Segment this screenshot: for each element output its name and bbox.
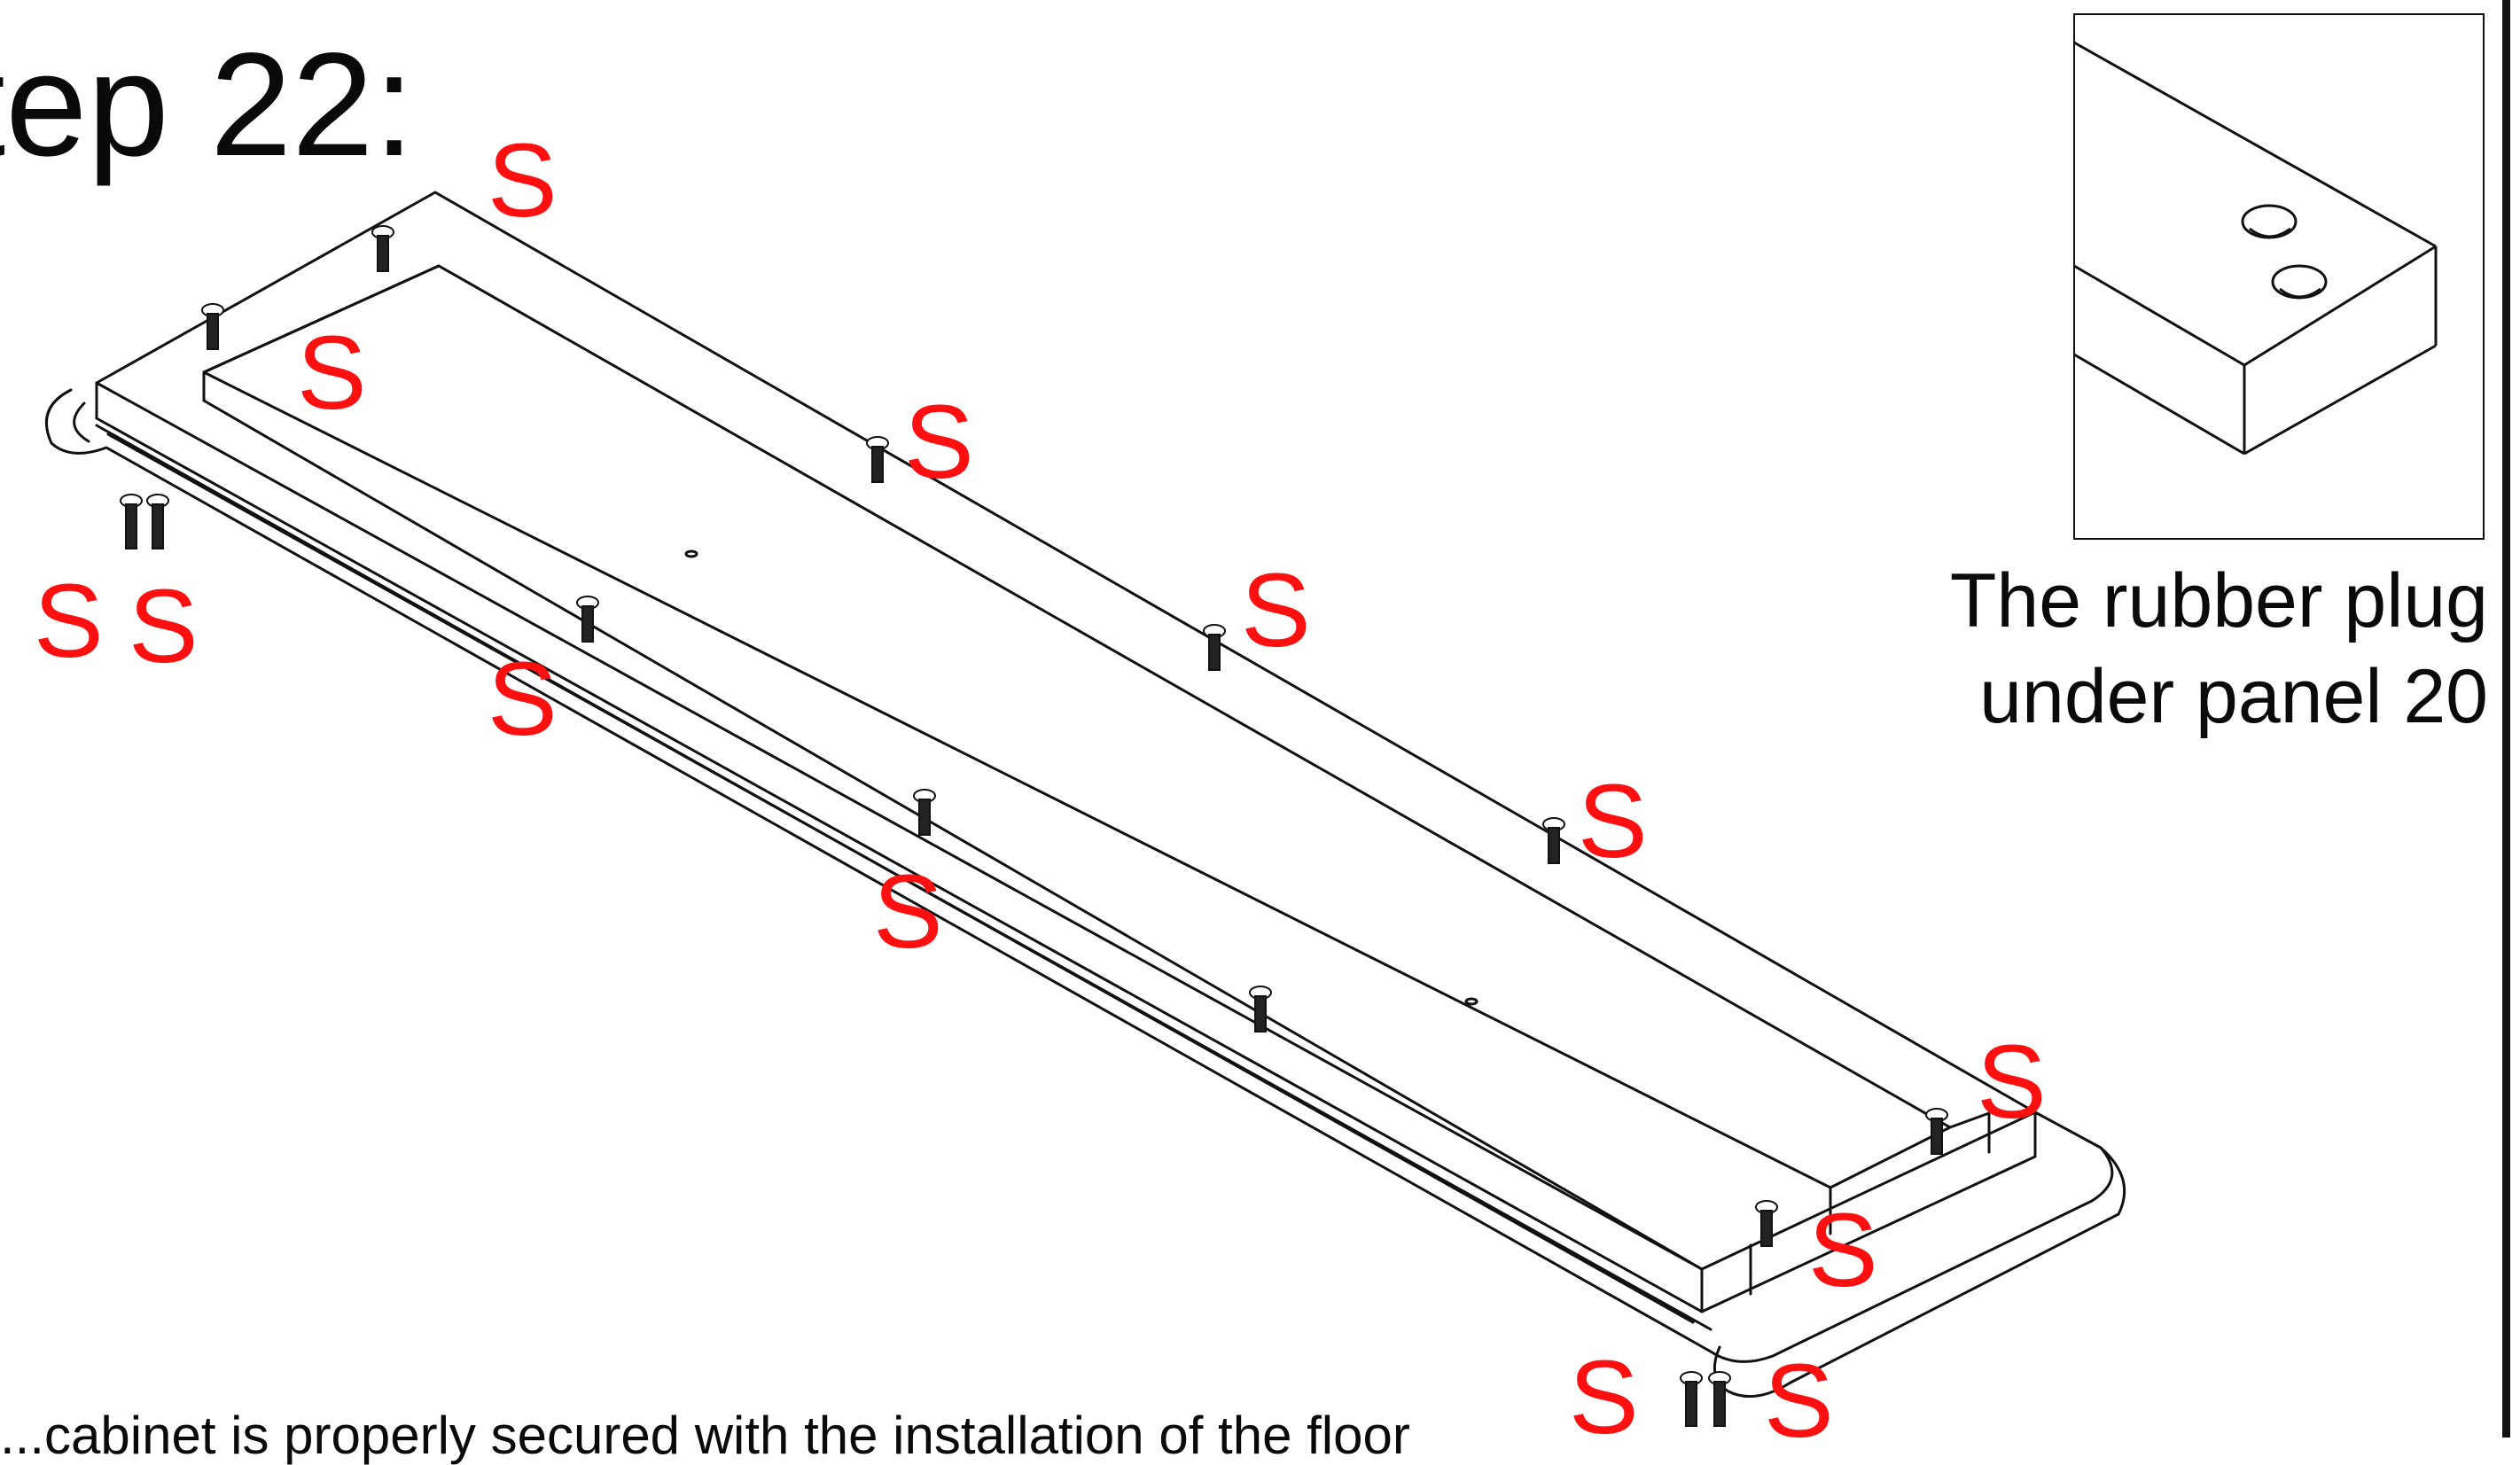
part-label-s: S [488,122,558,239]
base-panel [44,191,2126,1399]
screw-icon [1755,1200,1778,1247]
screw-icon [120,494,143,549]
hole-icon [684,549,698,558]
screw-icon [1542,817,1565,864]
caption-line-1: The rubber plug [1949,558,2488,643]
screw-icon [371,225,394,272]
part-label-s: S [1808,1192,1878,1309]
page-border [2502,0,2510,1438]
screw-icon [576,596,599,643]
screw-icon [1925,1108,1948,1155]
rubber-plug-icon [2241,204,2328,300]
screw-icon [201,303,224,350]
screw-icon [1203,624,1226,671]
part-label-s: S [129,568,199,685]
part-label-s: S [488,641,558,758]
part-label-s: S [904,384,974,501]
screw-icon [913,789,936,836]
part-label-s: S [297,315,367,432]
part-label-s: S [34,563,104,680]
part-label-s: S [1569,1339,1639,1456]
hole-icon [1464,997,1478,1006]
part-label-s: S [1578,763,1648,880]
part-label-s: S [1977,1024,2047,1141]
rubber-plug-detail-inset [2073,13,2485,540]
instruction-text: ...cabinet is properly secured with the … [0,1406,1410,1465]
caption-line-2: under panel 20 [1979,654,2488,739]
screw-icon [1680,1371,1703,1427]
step-title: tep 22: [0,23,415,187]
part-label-s: S [873,853,943,970]
screw-icon [866,436,889,483]
detail-caption: The rubber plug under panel 20 [1868,553,2488,744]
screw-icon [1249,986,1272,1033]
screw-icon [1708,1371,1731,1427]
part-label-s: S [1764,1343,1834,1460]
screw-icon [146,494,169,549]
part-label-s: S [1241,552,1311,669]
